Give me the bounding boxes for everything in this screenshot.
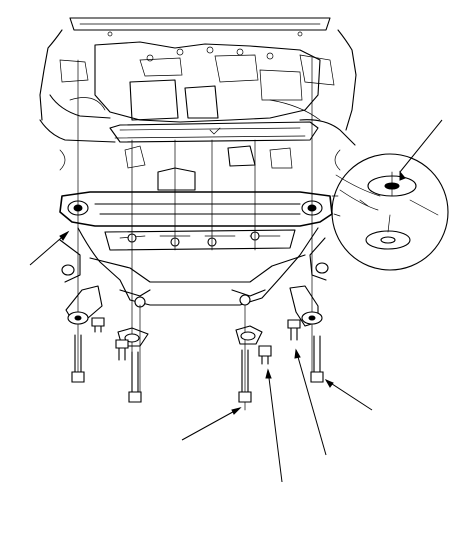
alignment-lines xyxy=(77,57,313,411)
leader-washer-detail xyxy=(399,119,443,173)
lower-brackets xyxy=(65,285,323,347)
vehicle-underbody xyxy=(39,17,357,191)
leader-rear-bolt-right-outer xyxy=(295,349,327,456)
leader-lines xyxy=(29,119,443,483)
bolts xyxy=(71,317,324,403)
subframe xyxy=(59,191,333,308)
engine-bay-details xyxy=(59,31,341,171)
washer-detail-callout xyxy=(331,153,449,271)
leader-rear-bolt-center xyxy=(181,407,241,441)
leader-front-bolt-right xyxy=(325,379,373,411)
leader-rear-bolt-right-inner xyxy=(267,369,283,483)
